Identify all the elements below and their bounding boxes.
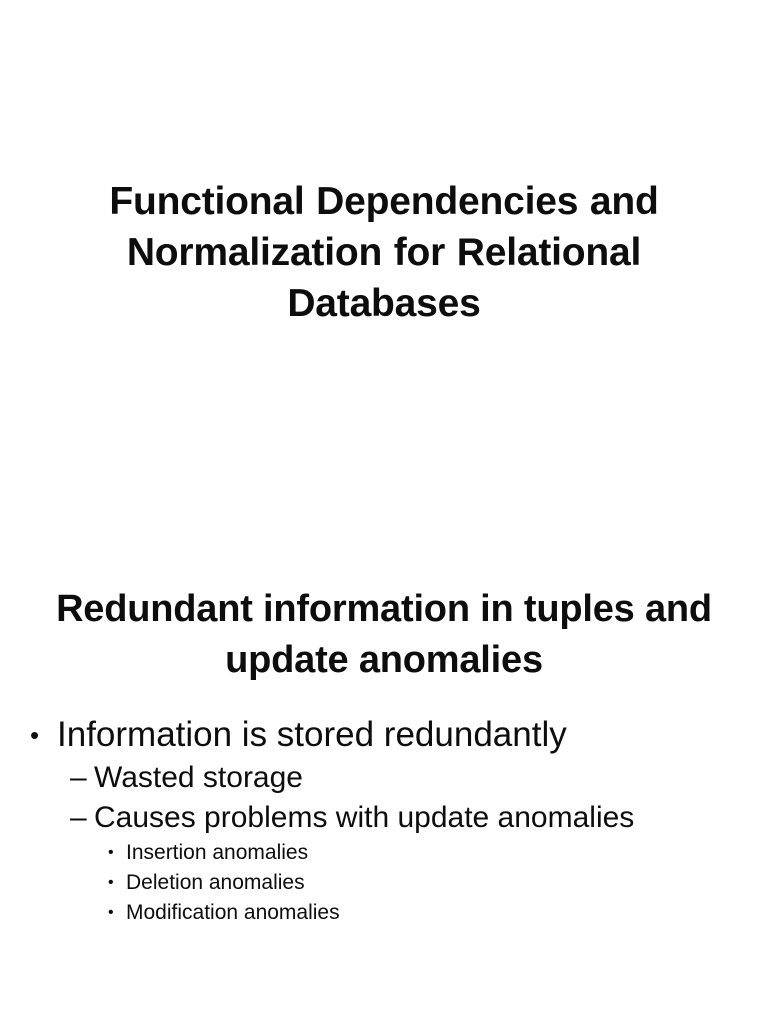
list-item: – Causes problems with update anomalies [0,798,768,838]
page-title: Functional Dependencies and Normalizatio… [109,180,659,325]
list-item: • Information is stored redundantly [0,712,768,758]
bullet-dash-icon: – [70,801,87,834]
bullet-list: • Information is stored redundantly – Wa… [0,712,768,928]
list-item: • Insertion anomalies [0,838,768,868]
list-item-label: Wasted storage [94,761,303,794]
list-item-label: Insertion anomalies [126,841,309,864]
list-item: • Deletion anomalies [0,868,768,898]
bullet-dash-icon: – [70,761,87,794]
list-item-label: Modification anomalies [126,901,340,924]
slide-title-block: Functional Dependencies and Normalizatio… [60,176,708,329]
bullet-dot-icon: • [108,904,114,921]
list-item-label: Causes problems with update anomalies [94,801,635,834]
list-item: • Modification anomalies [0,898,768,928]
list-item: – Wasted storage [0,758,768,798]
bullet-dot-icon: • [30,720,40,750]
list-item-label: Deletion anomalies [126,871,305,894]
list-item-label: Information is stored redundantly [57,715,567,754]
bullet-dot-icon: • [108,874,114,891]
section-heading-block: Redundant information in tuples and upda… [28,584,740,686]
section-heading: Redundant information in tuples and upda… [56,588,712,681]
bullet-dot-icon: • [108,844,114,861]
